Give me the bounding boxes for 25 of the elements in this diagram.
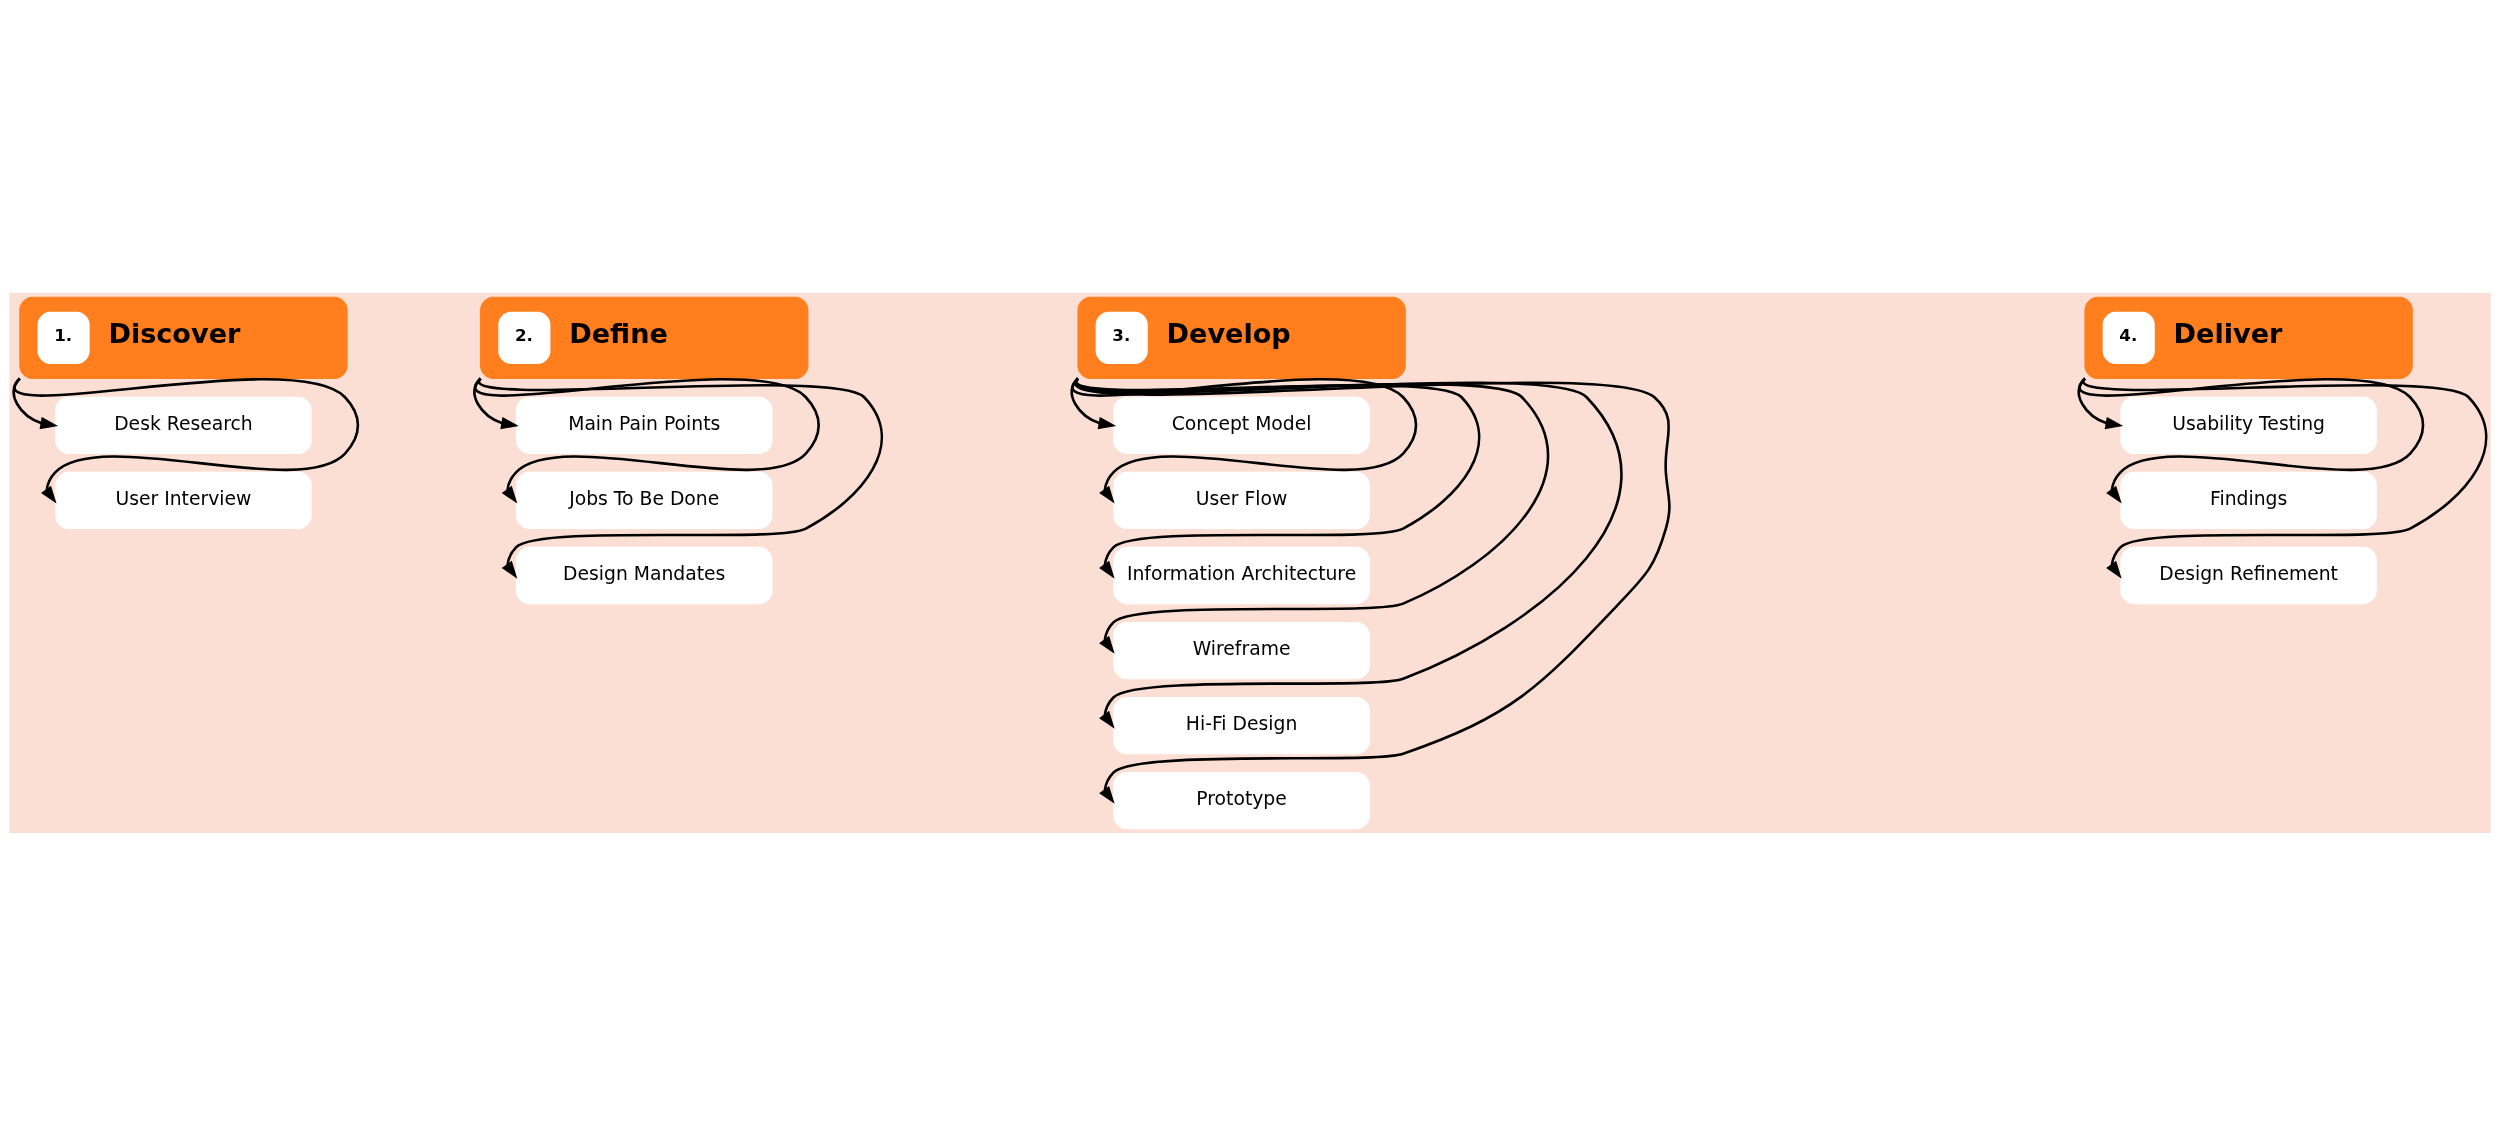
node-box: 3. Develop — [1077, 296, 1406, 379]
node-box: Design Mandates — [516, 546, 773, 604]
node-box: User Flow — [1113, 471, 1370, 529]
node-box: Jobs To Be Done — [516, 471, 773, 529]
node-box: Main Pain Points — [516, 396, 773, 454]
node-box: Concept Model — [1113, 396, 1370, 454]
node-box: Design Refinement — [2120, 546, 2377, 604]
arrow — [2083, 377, 2488, 579]
node-box: 4. Deliver — [2084, 296, 2413, 379]
arrow — [1073, 377, 1418, 504]
arrow — [2080, 377, 2425, 504]
arrow — [15, 377, 359, 504]
arrow — [1076, 377, 1671, 804]
arrow — [475, 377, 820, 504]
node-box: Usability Testing — [2120, 396, 2377, 454]
node-box: Prototype — [1113, 771, 1370, 829]
arrow — [479, 377, 883, 579]
node-box: Information Architecture — [1113, 546, 1370, 604]
node-box: Wireframe — [1113, 621, 1370, 679]
node-box: User Interview — [55, 471, 312, 529]
node-box: 1. Discover — [19, 296, 348, 379]
node-box: Findings — [2120, 471, 2377, 529]
node-box: Hi-Fi Design — [1113, 696, 1370, 754]
node-box: 2. Define — [480, 296, 809, 379]
node-box: Desk Research — [55, 396, 312, 454]
